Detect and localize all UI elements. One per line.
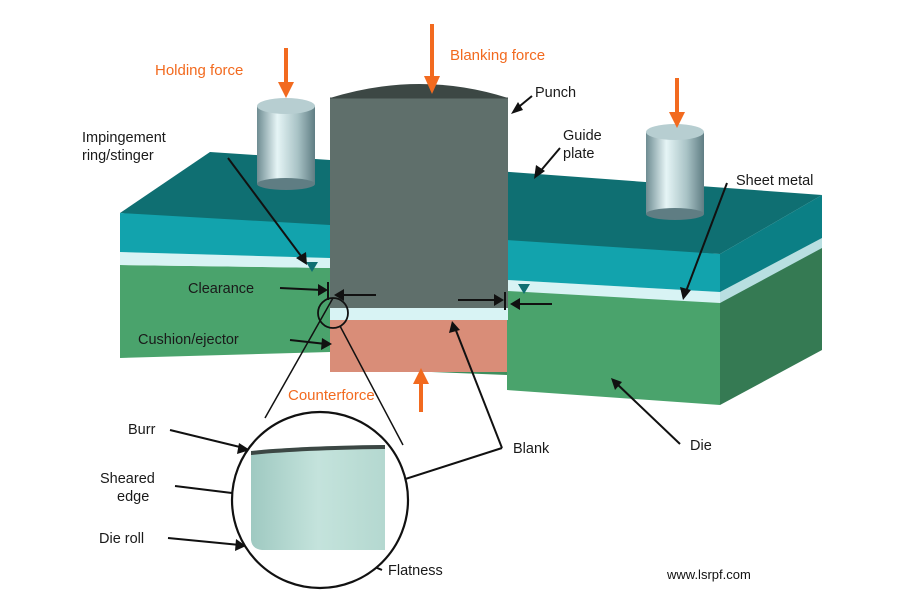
sheet-metal-label: Sheet metal <box>736 173 813 189</box>
counterforce-label: Counterforce <box>288 387 375 404</box>
flatness-label: Flatness <box>388 563 443 579</box>
holding-pin-right <box>646 124 704 220</box>
punch-label: Punch <box>535 85 576 101</box>
detail-magnifier <box>230 297 410 590</box>
blanking-force-arrow <box>424 24 440 94</box>
die-right-side <box>720 245 822 405</box>
impingement-label-1: Impingement <box>82 130 166 146</box>
holding-force-label: Holding force <box>155 62 243 79</box>
holding-force-arrow-left <box>278 48 294 98</box>
die-roll-label: Die roll <box>99 531 144 547</box>
holding-pin-left <box>257 98 315 190</box>
clearance-label: Clearance <box>188 281 254 297</box>
cushion-ejector-label: Cushion/ejector <box>138 332 239 348</box>
punch <box>330 84 508 320</box>
guide-plate-right-side <box>720 195 822 292</box>
counterforce-arrow <box>413 368 429 412</box>
watermark: www.lsrpf.com <box>666 567 751 582</box>
holding-force-arrow-right <box>669 78 685 128</box>
leader-lines <box>167 95 728 571</box>
detail-connector-bottom <box>339 325 404 446</box>
impingement-notch-right <box>518 284 530 294</box>
sheet-left <box>120 252 330 268</box>
burr-label: Burr <box>128 422 156 438</box>
sheet-right-side <box>720 238 822 303</box>
blank-strip <box>330 308 508 320</box>
guide-plate-label-1: Guide <box>563 128 602 144</box>
force-arrows <box>278 24 685 412</box>
guide-plate-label-2: plate <box>563 146 594 162</box>
impingement-notch-left <box>306 262 318 272</box>
sheared-edge-label-1: Sheared <box>100 471 155 487</box>
sheet-right <box>507 280 720 303</box>
blank-label: Blank <box>513 441 550 457</box>
blanking-force-label: Blanking force <box>450 47 545 64</box>
die-label: Die <box>690 438 712 454</box>
sheet-metal <box>120 238 822 303</box>
die-left-front <box>120 265 330 358</box>
die-right-front <box>507 290 720 405</box>
detail-connector-top <box>264 297 334 419</box>
guide-plate-right-front <box>507 240 720 292</box>
impingement-label-2: ring/stinger <box>82 148 154 164</box>
blank-detail <box>251 445 385 550</box>
cushion-ejector <box>330 320 507 372</box>
burr-detail <box>251 445 385 455</box>
sheared-edge-label-2: edge <box>117 489 149 505</box>
punch-top <box>330 84 508 98</box>
